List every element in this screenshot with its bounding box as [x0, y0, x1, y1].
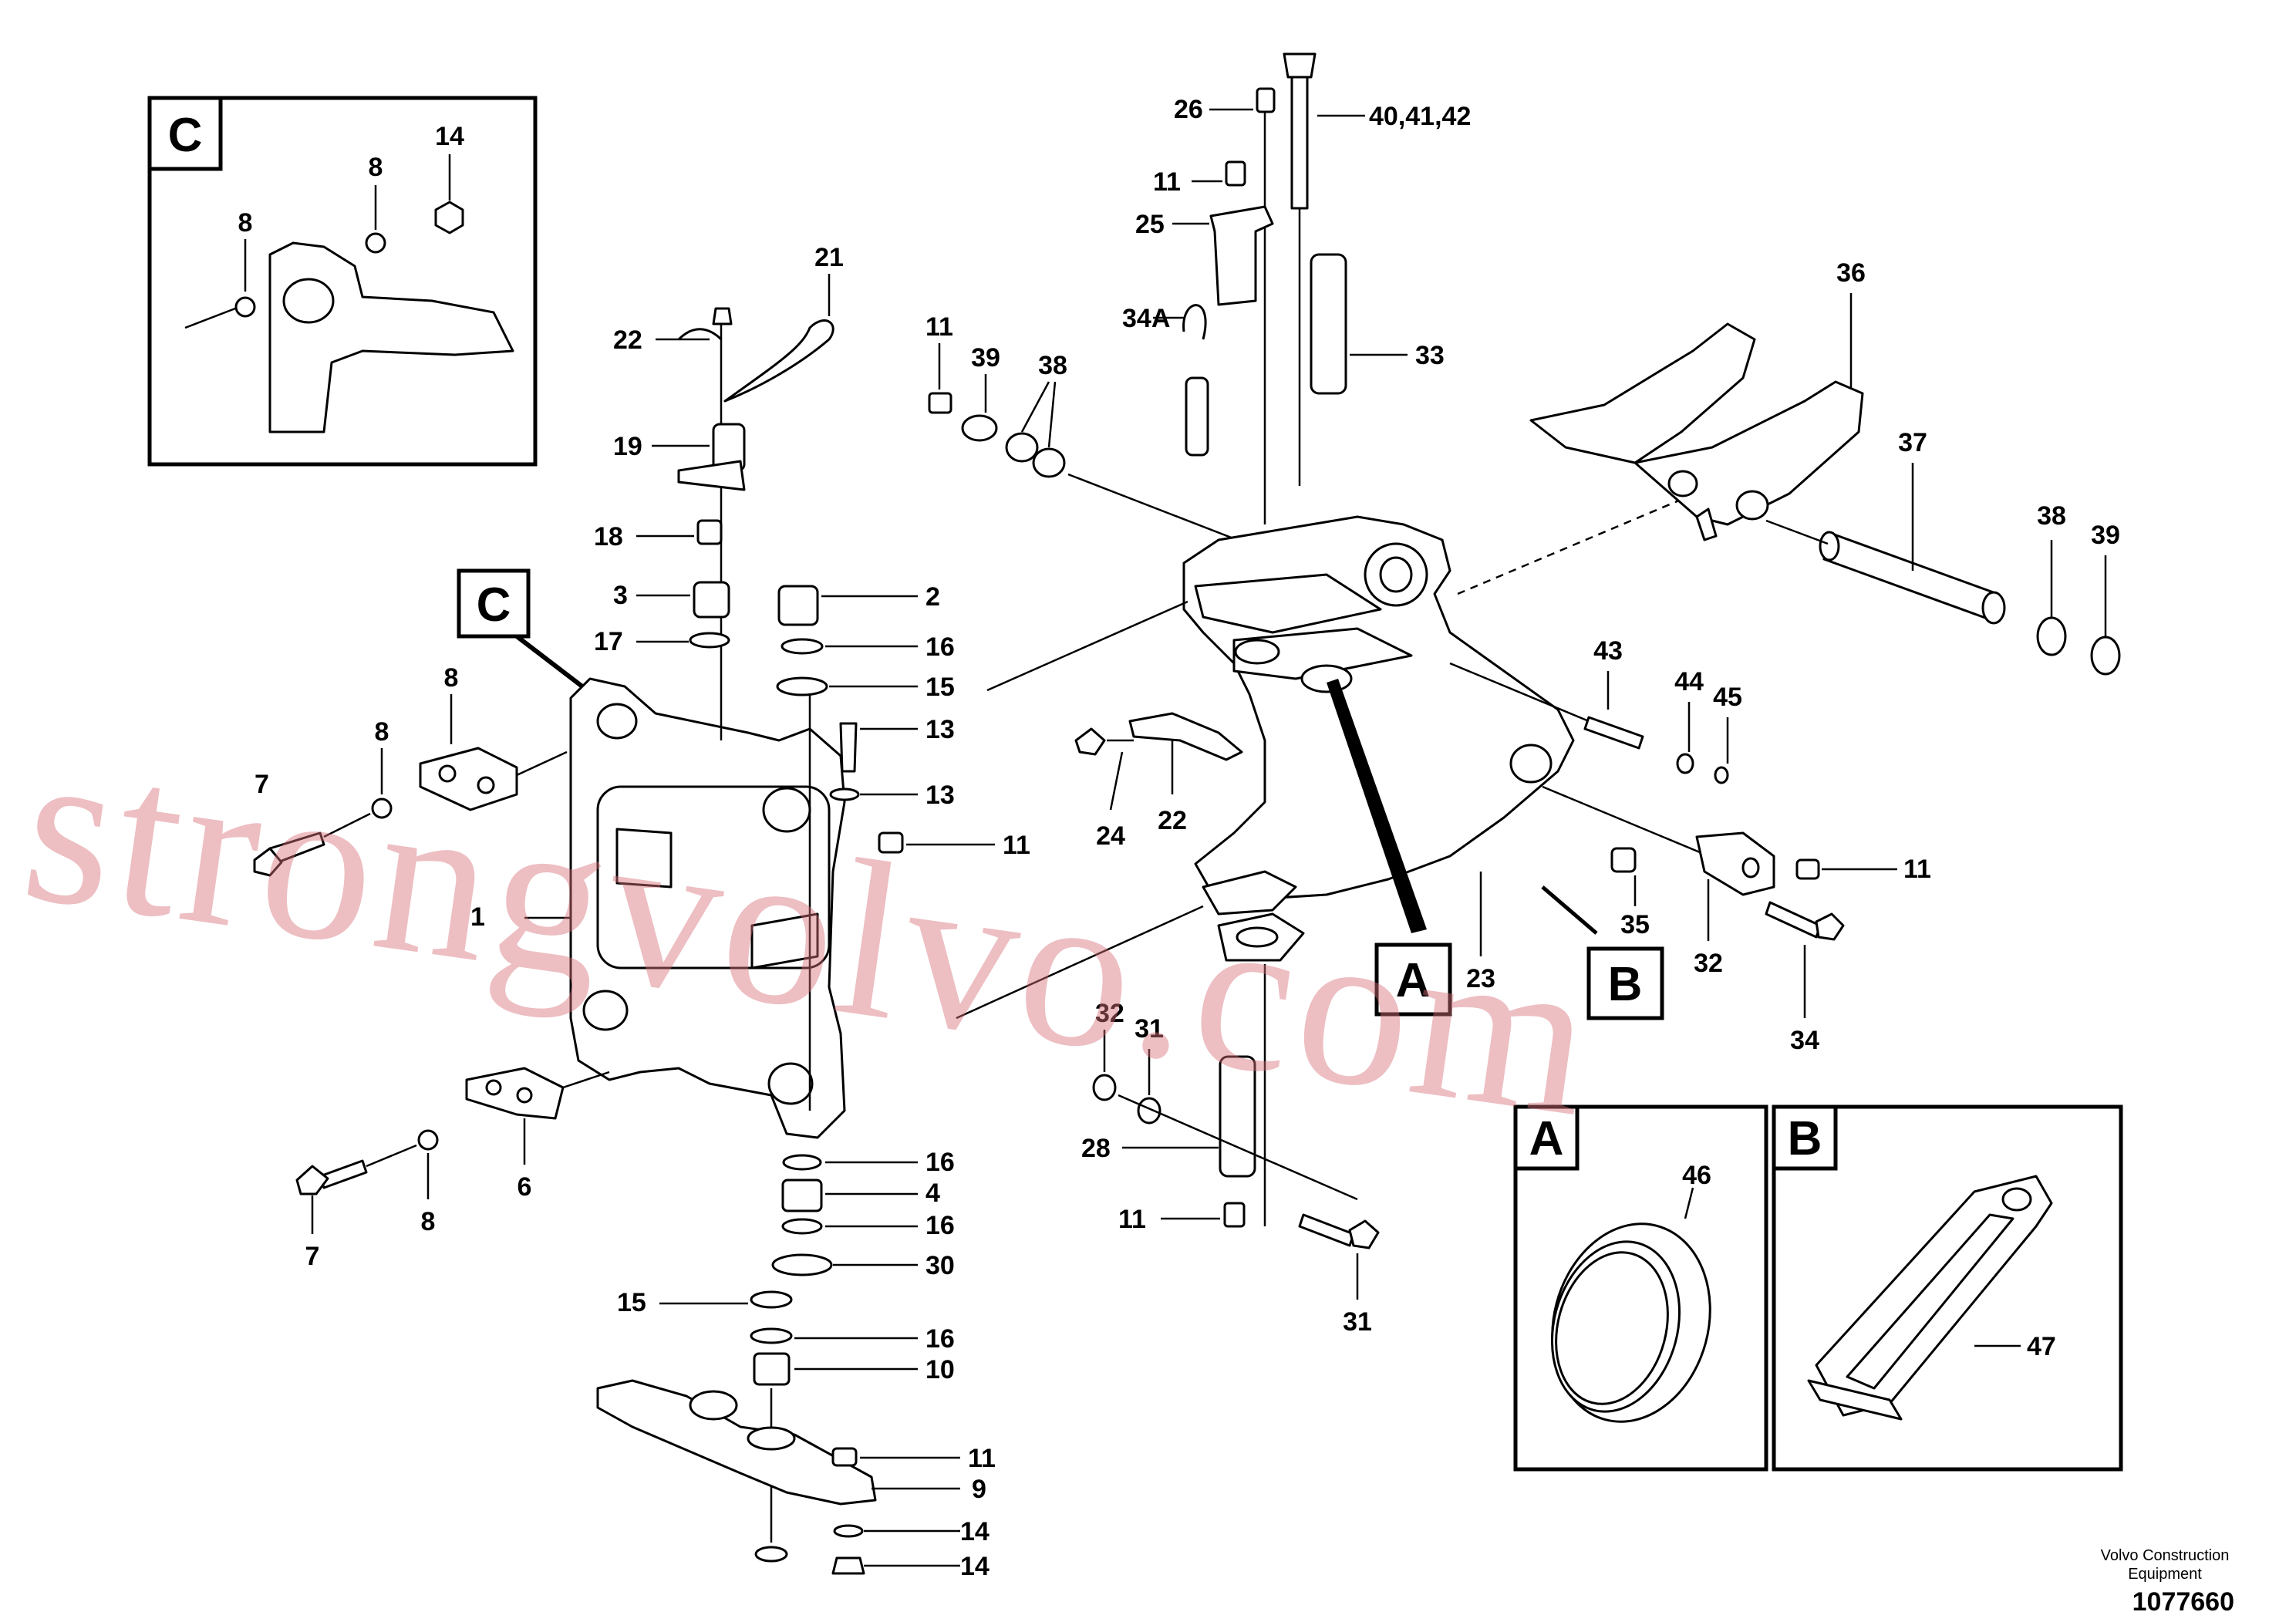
callout-18: 18: [594, 522, 623, 551]
callout-5: 8: [444, 663, 459, 693]
callout-14-c: 14: [435, 122, 464, 151]
center-stack: 2 16 15 13 13 11: [776, 582, 1030, 1111]
callout-35: 34A: [1122, 304, 1170, 333]
right-bolts-43-45: 43 44 45: [1449, 636, 1742, 865]
callout-8-lower: 8: [421, 1207, 436, 1236]
detail-view-b: B 47: [1772, 1104, 2123, 1472]
lever-36: 36 37 38 39: [1529, 258, 2121, 676]
svg-text:C: C: [477, 578, 511, 632]
callout-39-left: 39: [971, 343, 1000, 373]
svg-text:A: A: [1396, 954, 1431, 1007]
callout-28: 30: [925, 1251, 955, 1280]
callout-31: 32: [1095, 999, 1124, 1028]
view-marker-a: A: [1327, 679, 1452, 1017]
callout-7-upper: 7: [255, 770, 269, 799]
callout-7-lower: 7: [305, 1242, 320, 1271]
callout-11-shaft: 11: [925, 312, 953, 342]
callout-8-c2: 8: [369, 153, 383, 182]
callout-4: 4: [925, 1179, 940, 1208]
view-marker-c: C: [457, 568, 584, 689]
callout-16-mid1: 16: [925, 1148, 955, 1177]
callout-29: 31: [1343, 1307, 1372, 1337]
callout-11-left: 11: [1003, 831, 1030, 860]
callout-11-lower-left: 11: [968, 1444, 996, 1473]
callout-33: 32: [1694, 949, 1723, 978]
callout-8-upper: 8: [375, 717, 389, 747]
callout-14: 14: [960, 1552, 990, 1581]
upper-shaft-washers: 11 39 38: [925, 312, 1258, 549]
callout-45: 45: [1713, 683, 1742, 712]
view-marker-b: B: [1541, 885, 1664, 1020]
callout-9: 9: [972, 1475, 986, 1504]
callout-22: 23: [1466, 964, 1495, 993]
callout-23: 22: [1158, 806, 1187, 835]
callout-27: 28: [1081, 1134, 1111, 1163]
callout-39-right: 39: [2091, 521, 2120, 550]
callout-46: 46: [1682, 1161, 1711, 1190]
callout-37: 37: [1898, 428, 1927, 457]
callout-12: 13: [925, 715, 955, 744]
callout-16-upper: 16: [925, 632, 955, 662]
callout-34: 34: [1790, 1026, 1819, 1055]
callout-19: 19: [613, 432, 642, 461]
left-stack-upper: 21 22 19 18 3 17: [594, 243, 844, 740]
callout-20: 21: [814, 243, 844, 272]
lower-stack: 16 4 16 30 15 16 10 11 9 14 14: [596, 1148, 996, 1581]
callout-40-41-42: 40,41,42: [1369, 102, 1471, 131]
pin-33-34: 35 32 11 34: [1610, 831, 1931, 1055]
callout-38-right: 38: [2037, 501, 2066, 531]
upper-pins: 40,41,42 26 11 25 33 34A: [1122, 52, 1471, 524]
callout-24: 24: [1096, 821, 1125, 851]
cover-bracket: 24 22: [1074, 712, 1243, 851]
svg-text:A: A: [1529, 1112, 1564, 1165]
brand-line-2: Equipment: [2128, 1566, 2202, 1583]
callout-2: 2: [925, 582, 940, 612]
callout-38-left: 38: [1038, 351, 1067, 380]
svg-text:B: B: [1788, 1112, 1822, 1165]
callout-44: 44: [1674, 667, 1704, 696]
callout-21: 22: [613, 325, 642, 355]
detail-c-letter: C: [168, 109, 203, 162]
brand-block: Volvo Construction Equipment: [2088, 1546, 2242, 1583]
callout-1: 1: [470, 902, 485, 932]
callout-16-lower: 16: [925, 1324, 955, 1354]
callout-15-lower: 15: [617, 1288, 646, 1317]
svg-text:B: B: [1608, 958, 1643, 1011]
callout-13-upper: 13: [925, 781, 955, 810]
swing-bracket: 23: [956, 488, 1705, 1020]
callout-11-right: 11: [1903, 855, 1931, 884]
left-brackets: 8 8 7 6 8 7: [253, 663, 610, 1271]
callout-34a: 35: [1620, 910, 1650, 939]
callout-36: 36: [1836, 258, 1866, 288]
callout-11-top: 11: [1153, 167, 1181, 197]
detail-view-c: C 8 8 14: [147, 96, 538, 467]
callout-25: 25: [1135, 210, 1165, 239]
brand-line-1: Volvo Construction: [2100, 1547, 2230, 1564]
callout-10: 10: [925, 1355, 955, 1384]
callout-13-lower: 14: [960, 1517, 990, 1546]
callout-32: 33: [1415, 341, 1445, 370]
callout-16-mid2: 16: [925, 1211, 955, 1240]
callout-30: 31: [1135, 1014, 1164, 1044]
callout-17: 17: [594, 627, 623, 656]
callout-43: 43: [1593, 636, 1623, 666]
callout-15-upper: 15: [925, 673, 955, 702]
detail-view-a: A 46: [1513, 1104, 1768, 1472]
pin-27: 32 31 28 31 11: [1081, 964, 1380, 1337]
callout-3: 3: [613, 581, 628, 610]
callout-8-c1: 8: [238, 208, 253, 238]
left-frame-assembly: 1: [470, 677, 846, 1139]
callout-47: 47: [2027, 1332, 2056, 1361]
callout-6: 6: [518, 1172, 532, 1202]
document-number: 1077660: [2132, 1587, 2234, 1617]
callout-26: 26: [1174, 95, 1203, 124]
callout-11-bottom: 11: [1118, 1205, 1146, 1234]
